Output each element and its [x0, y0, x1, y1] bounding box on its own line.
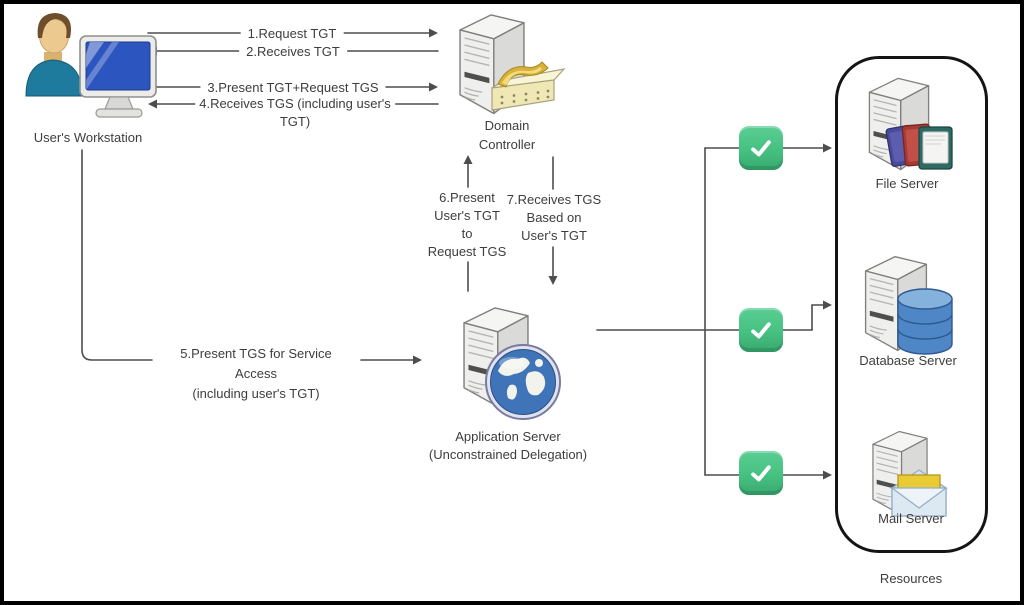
flow-label-4-line1: 4.Receives TGS (including user's: [199, 96, 391, 111]
flow-label-7-line1: 7.Receives TGS: [506, 192, 602, 207]
mail-server-label: Mail Server: [878, 511, 944, 526]
flow-label-6-line2: User's TGT: [434, 208, 500, 223]
flow-label-3-present-tgt: 3.Present TGT+Request TGS: [200, 79, 386, 96]
flow-label-4-receives-tgs: 4.Receives TGS (including user's TGT): [195, 95, 395, 131]
flow-label-7-receives-tgs-based: 7.Receives TGS Based on User's TGT: [507, 191, 601, 245]
node-file-server: [856, 68, 961, 176]
flow-label-6-line1: 6.Present: [439, 190, 495, 205]
arrow-6-present-users-tgt: [463, 155, 473, 292]
resources-group-box: [835, 56, 988, 553]
green-checkmark-icon: [739, 126, 783, 170]
flow-label-5-line3: (including user's TGT): [192, 386, 320, 401]
flow-label-6-present-users-tgt: 6.Present User's TGT to Request TGS: [428, 189, 507, 261]
node-domain-controller: [452, 6, 570, 121]
flow-label-1-request-tgt: 1.Request TGT: [240, 25, 344, 42]
node-mail-server: [860, 422, 960, 524]
domain-controller-label: Domain Controller: [479, 116, 535, 154]
card-file-icon: [491, 61, 566, 111]
user-at-computer-icon: [25, 13, 157, 118]
open-envelope-icon: [889, 469, 949, 517]
flow-label-7-line2: Based on: [526, 210, 582, 225]
domain-controller-label-line1: Domain: [484, 118, 530, 133]
resources-label: Resources: [879, 571, 943, 586]
flow-label-5-present-tgs: 5.Present TGS for Service Access (includ…: [180, 344, 332, 404]
node-users-workstation: [20, 8, 162, 126]
flow-label-6-line3: to: [461, 226, 473, 241]
application-server-label: Application Server (Unconstrained Delega…: [429, 428, 587, 464]
file-server-label: File Server: [875, 176, 939, 191]
folders-icon: [885, 123, 953, 170]
globe-icon: [485, 344, 561, 420]
domain-controller-label-line2: Controller: [478, 137, 536, 152]
flow-label-4-line2: TGT): [279, 114, 311, 129]
arrow-5-present-tgs-service: [81, 149, 422, 365]
green-checkmark-icon: [739, 451, 783, 495]
node-application-server: [452, 297, 572, 427]
arrows-to-resources: [596, 143, 832, 480]
database-server-label: Database Server: [859, 353, 957, 368]
application-server-label-line1: Application Server: [455, 429, 561, 444]
flow-label-5-line1: 5.Present TGS for Service: [180, 346, 332, 361]
arrow-7-receives-tgs-based: [548, 156, 558, 285]
database-cylinder-icon: [897, 288, 953, 355]
application-server-label-line2: (Unconstrained Delegation): [428, 447, 588, 462]
flow-label-7-line3: User's TGT: [521, 228, 587, 243]
node-database-server: [854, 246, 962, 358]
flow-label-2-receives-tgt: 2.Receives TGT: [239, 43, 347, 60]
green-checkmark-icon: [739, 308, 783, 352]
flow-label-5-line2: Access: [235, 366, 277, 381]
flow-label-6-line4: Request TGS: [427, 244, 507, 259]
workstation-label: User's Workstation: [33, 130, 143, 145]
